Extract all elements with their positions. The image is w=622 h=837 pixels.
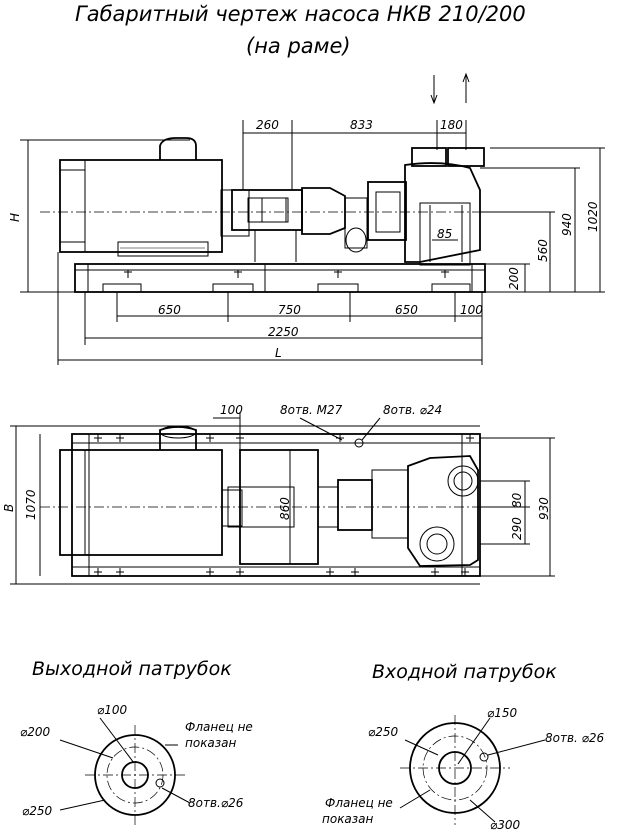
outlet-holes: 8отв.⌀26: [188, 796, 244, 810]
top-view-drawing: [10, 412, 555, 585]
holes-m27-label: 8отв. М27: [280, 403, 343, 417]
dim-1020: 1020: [586, 201, 600, 232]
dim-B: B: [2, 503, 16, 512]
dim-833: 833: [350, 118, 373, 132]
dim-860: 860: [278, 497, 292, 520]
dim-H: H: [8, 212, 22, 222]
inlet-d300: ⌀300: [490, 818, 521, 832]
dim-1070: 1070: [24, 489, 38, 520]
dim-560: 560: [536, 239, 550, 262]
dim-top-100: 100: [220, 403, 243, 417]
drawing-title: Габаритный чертеж насоса НКВ 210/200: [75, 2, 526, 26]
dim-290: 290: [510, 517, 524, 540]
inlet-flange-drawing: [399, 715, 546, 825]
dim-L: L: [275, 346, 282, 360]
dim-200: 200: [507, 267, 521, 290]
dim-650-left: 650: [158, 303, 181, 317]
dim-940: 940: [560, 213, 574, 236]
outlet-flange-drawing: [59, 717, 191, 825]
dim-100: 100: [460, 303, 483, 317]
drawing-subtitle: (на раме): [246, 34, 351, 58]
inlet-d150: ⌀150: [487, 706, 518, 720]
front-view-drawing: [20, 72, 605, 365]
inlet-title: Входной патрубок: [372, 661, 557, 683]
outlet-flange-line1: Фланец не: [185, 720, 253, 734]
inlet-holes: 8отв. ⌀26: [545, 731, 605, 745]
dim-2250: 2250: [268, 325, 299, 339]
inlet-d250: ⌀250: [368, 725, 399, 739]
outlet-d250: ⌀250: [22, 804, 53, 818]
outlet-d200: ⌀200: [20, 725, 51, 739]
holes-24-label: 8отв. ⌀24: [383, 403, 443, 417]
dim-85: 85: [437, 227, 453, 241]
inlet-flange-line2: показан: [322, 812, 374, 826]
outlet-title: Выходной патрубок: [32, 658, 232, 680]
dim-80: 80: [510, 492, 524, 508]
inlet-flange-line1: Фланец не: [325, 796, 393, 810]
dim-260: 260: [256, 118, 279, 132]
motor-body: [59, 159, 223, 253]
dim-930: 930: [537, 497, 551, 520]
outlet-d100: ⌀100: [97, 703, 128, 717]
outlet-flange-line2: показан: [185, 736, 237, 750]
dim-180: 180: [440, 118, 463, 132]
dim-650-right: 650: [395, 303, 418, 317]
dim-750: 750: [278, 303, 301, 317]
